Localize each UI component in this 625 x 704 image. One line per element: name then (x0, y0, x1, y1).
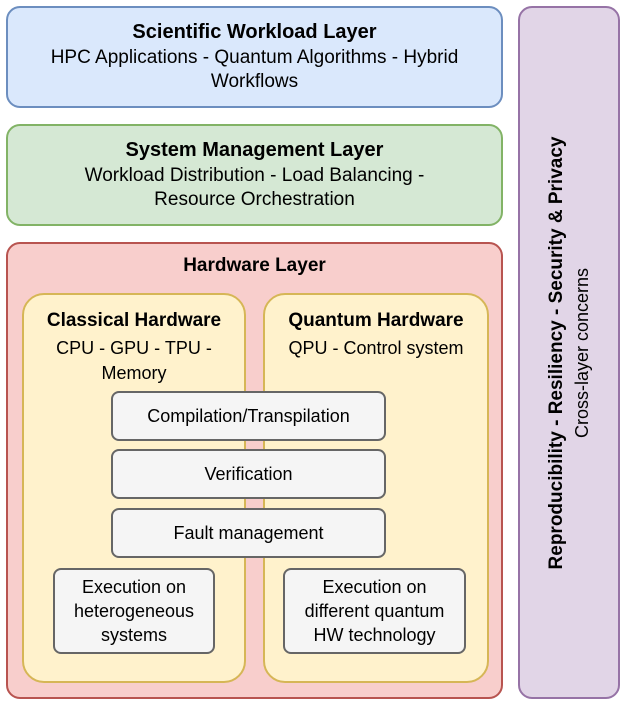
fault-management-label: Fault management (173, 523, 324, 543)
compilation-label: Compilation/Transpilation (147, 406, 350, 426)
quantum-hardware-line1: QPU - Control system (288, 338, 464, 358)
hardware-layer-title: Hardware Layer (183, 255, 326, 276)
cross-layer-subtitle: Cross-layer concerns (572, 267, 592, 438)
scientific-layer-line2: Workflows (210, 71, 299, 92)
management-layer-line1: Workload Distribution - Load Balancing - (84, 165, 425, 186)
cross-layer-panel: Reproducibility - Resiliency - Security … (518, 6, 620, 699)
verification-label: Verification (204, 464, 293, 484)
compilation-transpilation-box: Compilation/Transpilation (111, 391, 386, 441)
classical-hardware-title: Classical Hardware (46, 310, 222, 331)
scientific-layer-title: Scientific Workload Layer (132, 21, 377, 43)
classical-execution-line3: systems (100, 625, 167, 645)
scientific-workload-layer: Scientific Workload Layer HPC Applicatio… (6, 6, 503, 108)
management-layer-title: System Management Layer (125, 139, 384, 161)
classical-hardware-line1: CPU - GPU - TPU - (56, 338, 212, 358)
quantum-execution-box: Execution on different quantum HW techno… (283, 568, 466, 654)
quantum-execution-line3: HW technology (313, 625, 436, 645)
verification-box: Verification (111, 449, 386, 499)
quantum-execution-line2: different quantum (304, 601, 445, 621)
classical-execution-line2: heterogeneous (73, 601, 195, 621)
cross-layer-title: Reproducibility - Resiliency - Security … (546, 136, 567, 569)
scientific-layer-line1: HPC Applications - Quantum Algorithms - … (50, 47, 459, 68)
classical-execution-box: Execution on heterogeneous systems (53, 568, 215, 654)
system-management-layer: System Management Layer Workload Distrib… (6, 124, 503, 226)
fault-management-box: Fault management (111, 508, 386, 558)
cross-layer-text: Reproducibility - Resiliency - Security … (544, 136, 594, 569)
quantum-hardware-title: Quantum Hardware (288, 310, 464, 331)
classical-execution-line1: Execution on (81, 577, 187, 597)
quantum-execution-line1: Execution on (322, 577, 427, 597)
management-layer-line2: Resource Orchestration (154, 189, 355, 210)
classical-hardware-line2: Memory (101, 363, 167, 383)
